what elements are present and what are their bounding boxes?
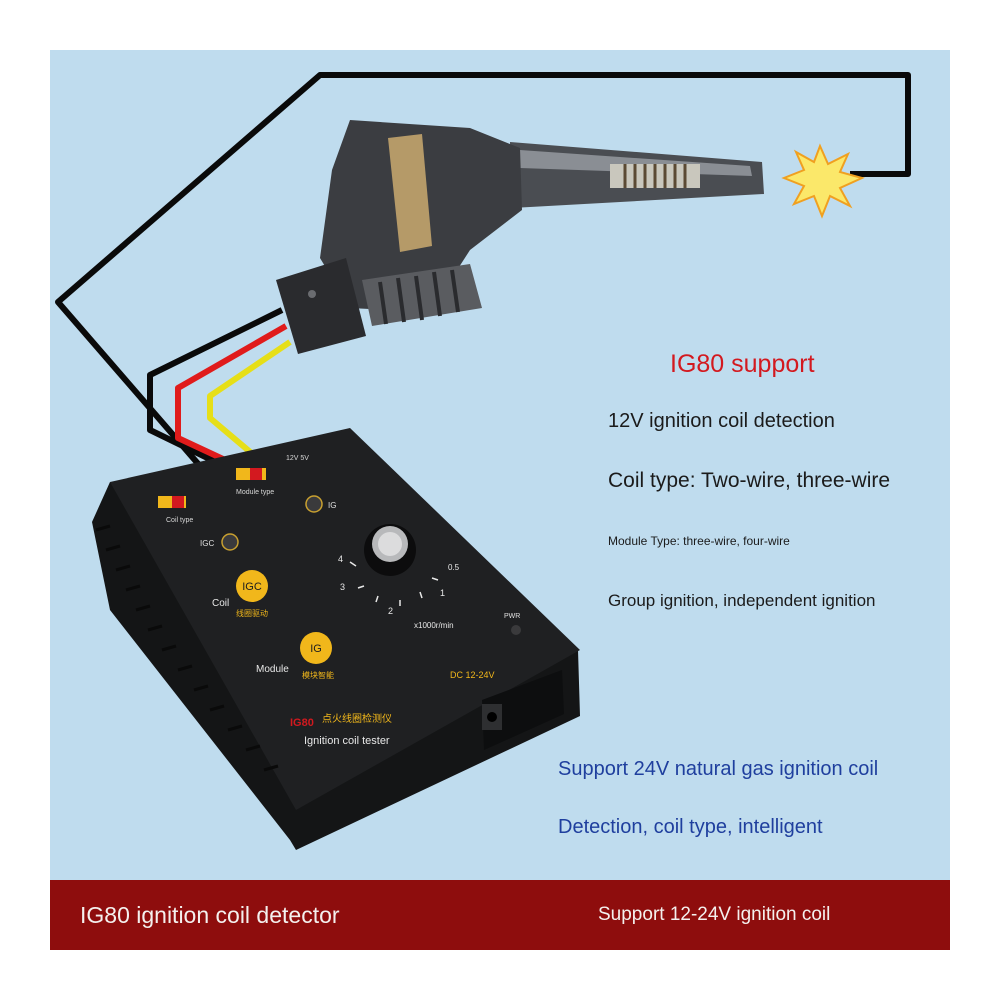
product-image: Coil type Module type 12V 5V IGC IG IGC … (50, 50, 950, 950)
device-title-cn: 点火线圈检测仪 (322, 712, 392, 725)
spark-icon (781, 143, 865, 219)
module-button[interactable] (300, 632, 332, 664)
module-button-label: IG (310, 643, 322, 655)
support-line: Support 24V natural gas ignition coil (558, 758, 879, 780)
feature-item: Coil type: Two-wire, three-wire (608, 469, 891, 492)
dial-mark-4: 4 (338, 554, 343, 564)
coil-drive-label: 线圈驱动 (236, 608, 268, 618)
dial-mark-2: 2 (388, 606, 393, 616)
coil-plug (276, 258, 366, 354)
module-smart-label: 模块智能 (302, 670, 334, 680)
igc-led-label: IGC (200, 539, 214, 548)
rpm-knob[interactable] (364, 524, 416, 576)
ig-led-label: IG (328, 501, 336, 510)
bottom-banner: IG80 ignition coil detector Support 12-2… (50, 880, 950, 950)
device-title-en: Ignition coil tester (304, 735, 390, 747)
rpm-scale-ticks (349, 561, 439, 606)
feature-item: Group ignition, independent ignition (608, 591, 876, 610)
device-grip-ribs (95, 524, 279, 772)
feature-item: 12V ignition coil detection (608, 410, 835, 432)
coil-spring (623, 164, 687, 188)
rpm-unit-label: x1000r/min (414, 621, 454, 630)
dial-mark-1: 1 (440, 588, 445, 598)
support-heading: IG80 support (670, 350, 815, 378)
coil-connector-pins (388, 134, 432, 252)
igc-led (221, 533, 239, 551)
ignition-coil (276, 120, 764, 354)
wire-black (147, 307, 284, 469)
pwr-label: PWR (504, 613, 520, 620)
coil-plug-latch (308, 290, 316, 298)
dial-mark-3: 3 (340, 582, 345, 592)
coil-type-label: Coil type (166, 517, 193, 524)
banner-support-text: Support 12-24V ignition coil (598, 904, 831, 925)
product-illustration: Coil type Module type 12V 5V IGC IG IGC … (55, 72, 911, 850)
ig-led (305, 495, 323, 513)
wire-yellow (207, 339, 292, 465)
coil-button-label: IGC (242, 581, 262, 593)
banner-product-name: IG80 ignition coil detector (80, 902, 340, 928)
signal-range-label: 12V 5V (286, 455, 309, 462)
module-label: Module (256, 664, 289, 675)
module-type-label: Module type (236, 489, 274, 496)
coil-fin-lines (378, 269, 460, 325)
pwr-led (511, 625, 521, 635)
device-model: IG80 (290, 717, 314, 729)
device-top (110, 428, 580, 810)
device-power-panel (482, 670, 564, 750)
wire-harness (55, 72, 911, 469)
voltage-label: DC 12-24V (450, 670, 495, 680)
wire-red (175, 323, 288, 469)
coil-button[interactable] (236, 570, 268, 602)
support-line: Detection, coil type, intelligent (558, 816, 823, 838)
coil-label: Coil (212, 598, 229, 609)
dial-mark-05: 0.5 (448, 563, 460, 572)
tester-device: Coil type Module type 12V 5V IGC IG IGC … (92, 428, 580, 850)
wire-black-loop (55, 72, 911, 468)
feature-item: Module Type: three-wire, four-wire (608, 534, 790, 548)
